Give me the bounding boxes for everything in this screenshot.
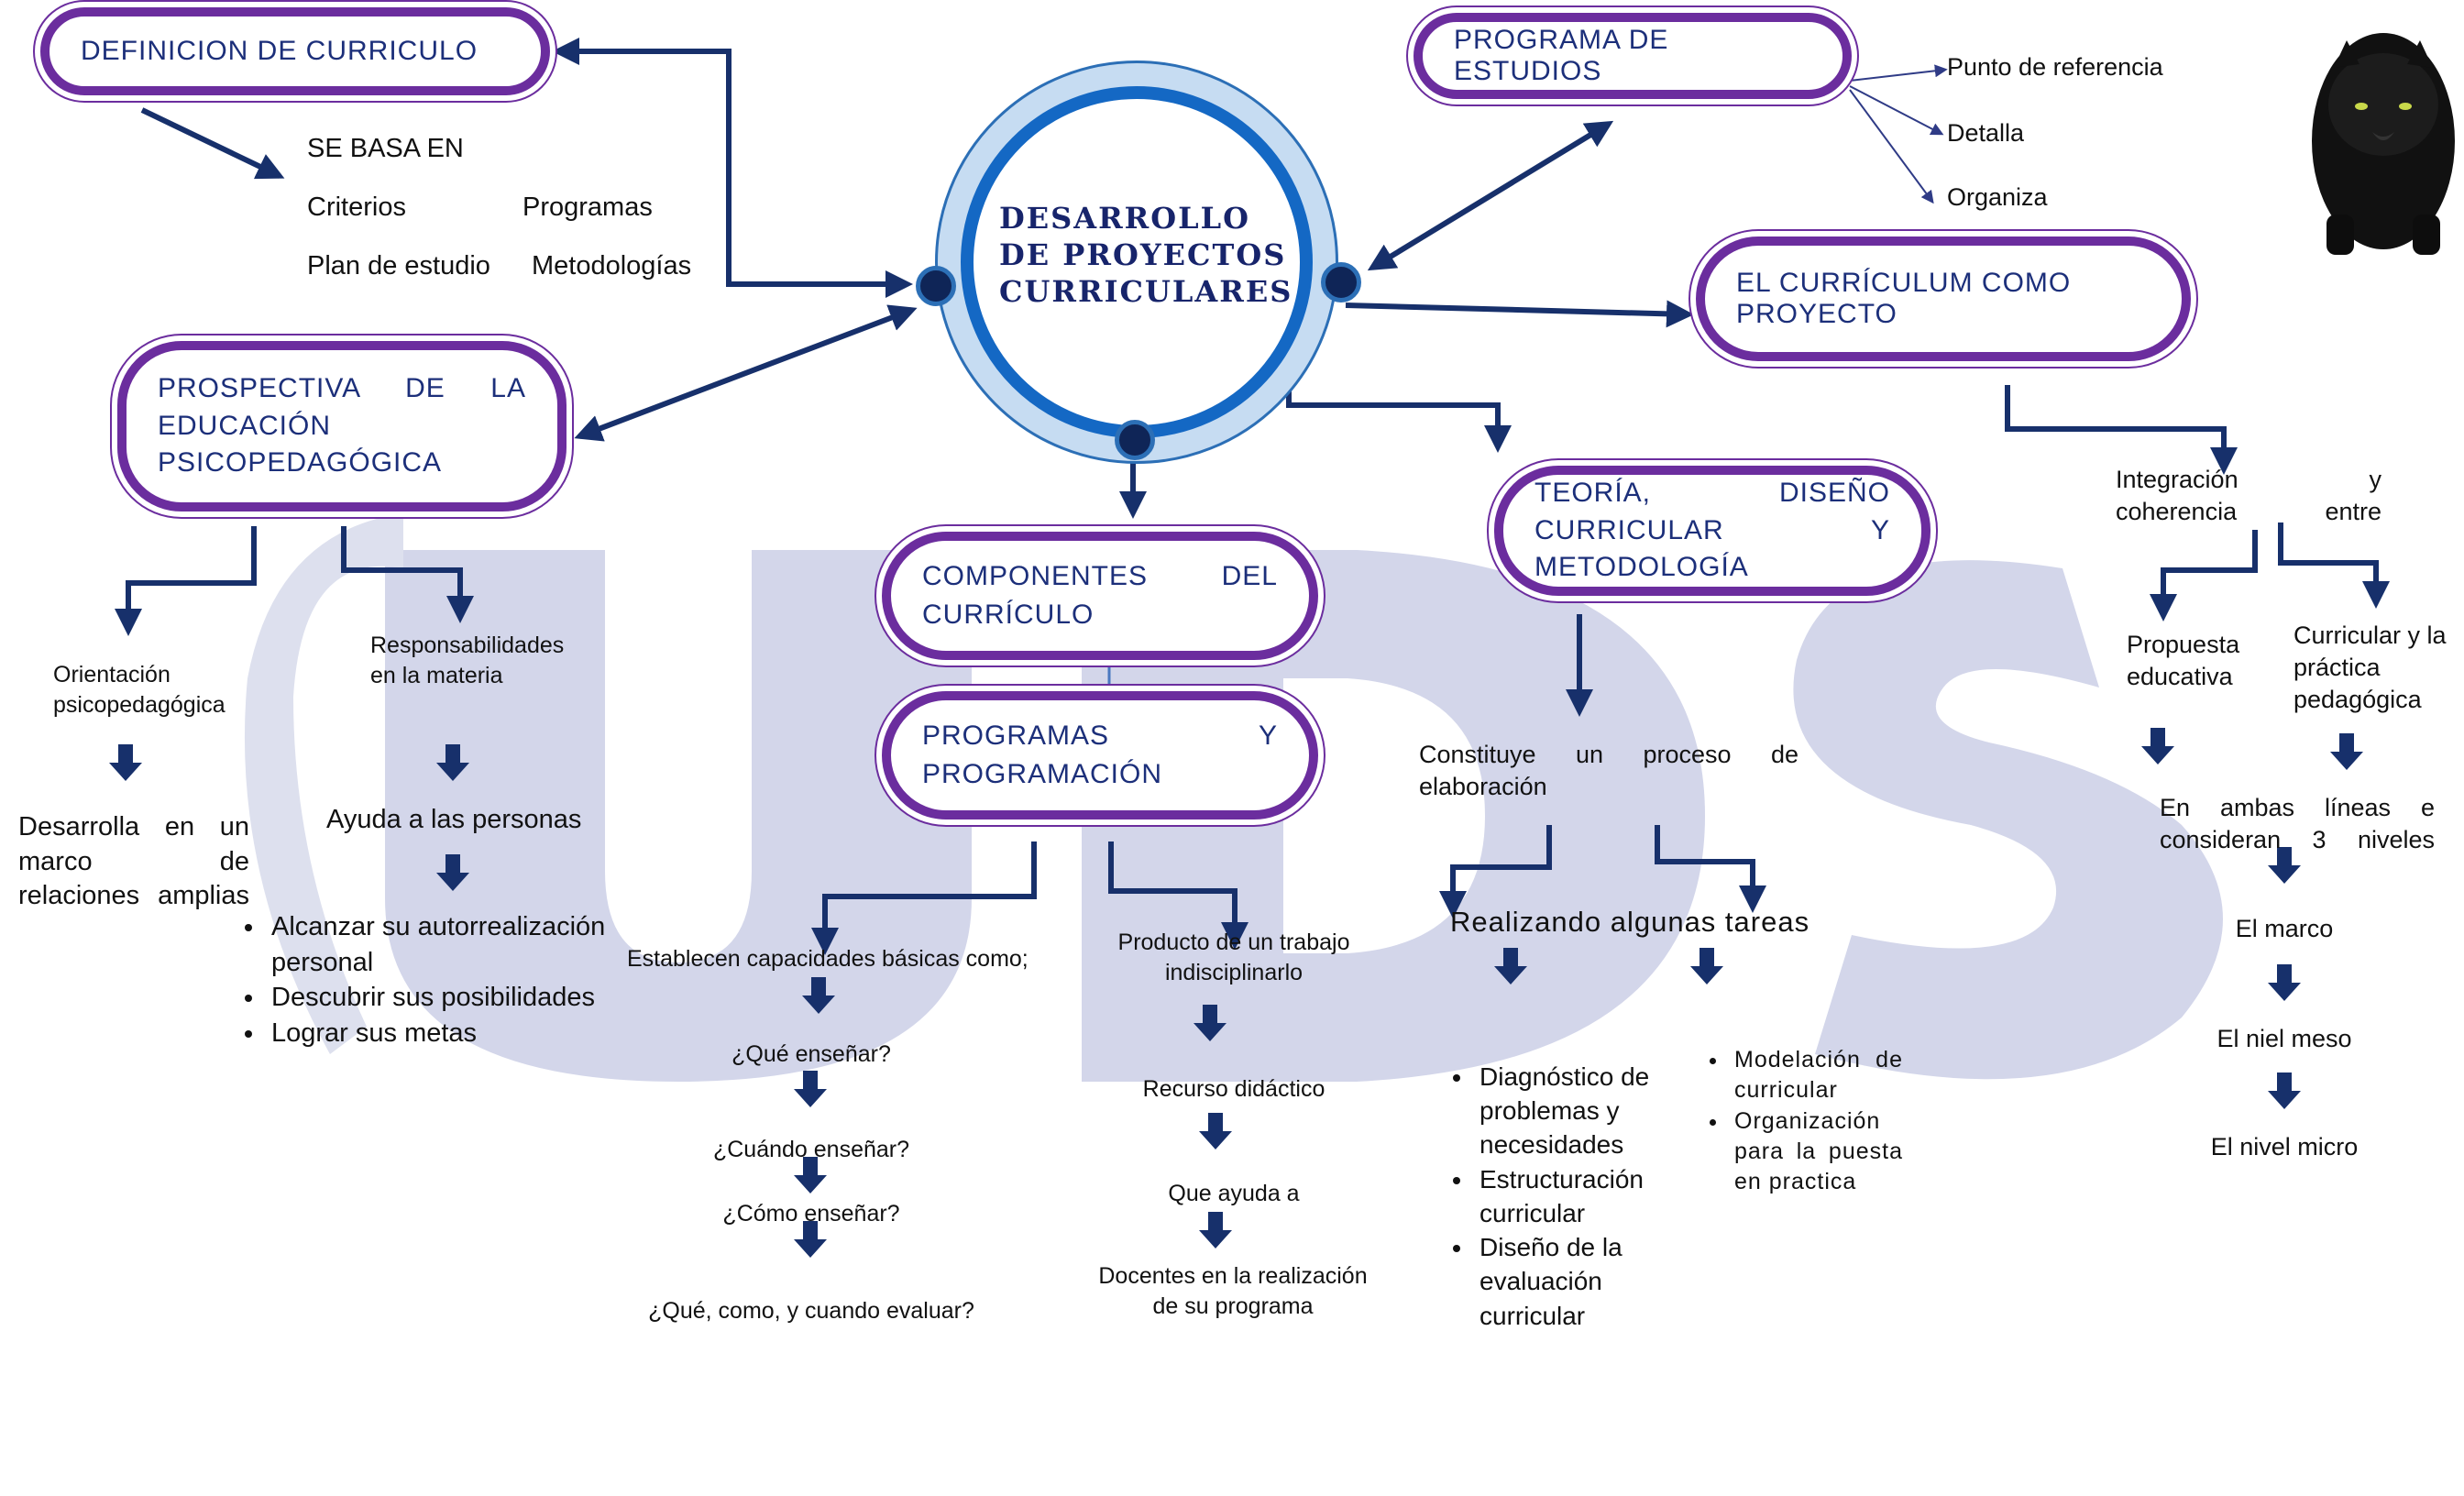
curriculum-proyecto-title: EL CURRÍCULUM COMO PROYECTO <box>1736 268 2072 329</box>
realizando-text: Realizando algunas tareas <box>1450 906 1810 938</box>
programa-item: Detalla <box>1947 119 2025 147</box>
programa-estudios-box: PROGRAMA DE ESTUDIOS <box>1414 13 1852 99</box>
programas-title: PROGRAMAS Y PROGRAMACIÓN <box>922 720 1278 789</box>
recurso-text: Recurso didáctico <box>1142 1076 1326 1102</box>
teoria-title: TEORÍA, DISEÑO CURRICULAR Y METODOLOGÍA <box>1534 478 1890 583</box>
bullet-item: Descubrir sus posibilidades <box>266 980 651 1016</box>
componentes-box: COMPONENTES DEL CURRÍCULO <box>882 532 1318 660</box>
curriculum-proyecto-box: EL CURRÍCULUM COMO PROYECTO <box>1696 236 2191 361</box>
docentes-text: Docentes en la realización de su program… <box>1098 1263 1368 1319</box>
teoria-right-bullets: Modelación de curricular Organización pa… <box>1692 1045 1903 1197</box>
se-basa-item: Programas <box>522 192 653 222</box>
bullet-item: Estructuración curricular <box>1474 1162 1676 1230</box>
pregunta-item: ¿Qué enseñar? <box>732 1041 891 1067</box>
orientacion-text: Orientación psicopedagógica <box>53 662 226 718</box>
prospectiva-title: PROSPECTIVA DE LA EDUCACIÓN PSICOPEDAGÓG… <box>158 373 526 478</box>
propuesta-text: Propuesta educativa <box>2127 631 2240 691</box>
programa-estudios-title: PROGRAMA DE ESTUDIOS <box>1454 25 1669 86</box>
que-ayuda-text: Que ayuda a <box>1168 1181 1300 1206</box>
bullet-item: Lograr sus metas <box>266 1016 651 1051</box>
se-basa-item: Criterios <box>307 192 406 222</box>
pregunta-item: ¿Qué, como, y cuando evaluar? <box>648 1298 974 1324</box>
nivel-item: El niel meso <box>2216 1025 2352 1052</box>
bullet-item: Organización para la puesta en practica <box>1729 1106 1903 1198</box>
establecen-text: Establecen capacidades básicas como; <box>627 946 1028 972</box>
se-basa-item: Metodologías <box>532 251 692 280</box>
desarrolla-text: Desarrolla en un marco de relaciones amp… <box>18 812 249 911</box>
hub-node-left <box>916 266 956 306</box>
prospectiva-box: PROSPECTIVA DE LA EDUCACIÓN PSICOPEDAGÓG… <box>117 341 566 512</box>
se-basa-label: SE BASA EN <box>307 134 464 163</box>
nivel-item: El marco <box>2235 915 2334 942</box>
panther-icon <box>2312 33 2455 255</box>
definicion-title: DEFINICION DE CURRICULO <box>81 36 478 66</box>
prospectiva-bullets: Alcanzar su autorrealización personal De… <box>229 909 651 1050</box>
hub-node-right <box>1321 262 1361 302</box>
hub-node-bottom <box>1115 420 1155 460</box>
definicion-box: DEFINICION DE CURRICULO <box>40 7 550 95</box>
integracion-text: Integración y coherencia entre <box>2116 466 2382 526</box>
curricular-practica-text: Curricular y la práctica pedagógica <box>2294 622 2447 714</box>
teoria-left-bullets: Diagnóstico de problemas y necesidades E… <box>1437 1060 1676 1333</box>
responsabilidades-text: Responsabilidades en la materia <box>370 632 565 688</box>
pregunta-item: ¿Cómo enseñar? <box>722 1201 900 1226</box>
pregunta-item: ¿Cuándo enseñar? <box>712 1137 910 1162</box>
ayuda-text: Ayuda a las personas <box>326 805 582 834</box>
central-hub-title: DESARROLLO DE PROYECTOS CURRICULARES <box>999 201 1293 309</box>
producto-text: Producto de un trabajo indisciplinarlo <box>1117 930 1350 985</box>
constituye-text: Constituye un proceso de elaboración <box>1419 741 1798 801</box>
bullet-item: Modelación de curricular <box>1729 1045 1903 1106</box>
componentes-title: COMPONENTES DEL CURRÍCULO <box>922 561 1278 630</box>
bullet-item: Diseño de la evaluación curricular <box>1474 1230 1676 1333</box>
nivel-item: El nivel micro <box>2210 1133 2359 1160</box>
programa-item: Punto de referencia <box>1947 53 2163 81</box>
bullet-item: Diagnóstico de problemas y necesidades <box>1474 1060 1676 1162</box>
teoria-box: TEORÍA, DISEÑO CURRICULAR Y METODOLOGÍA <box>1494 466 1930 596</box>
programa-item: Organiza <box>1947 183 2048 211</box>
bullet-item: Alcanzar su autorrealización personal <box>266 909 651 980</box>
ambas-lineas-text: En ambas líneas e consideran 3 niveles <box>2160 794 2435 854</box>
programas-box: PROGRAMAS Y PROGRAMACIÓN <box>882 691 1318 820</box>
se-basa-item: Plan de estudio <box>307 251 490 280</box>
